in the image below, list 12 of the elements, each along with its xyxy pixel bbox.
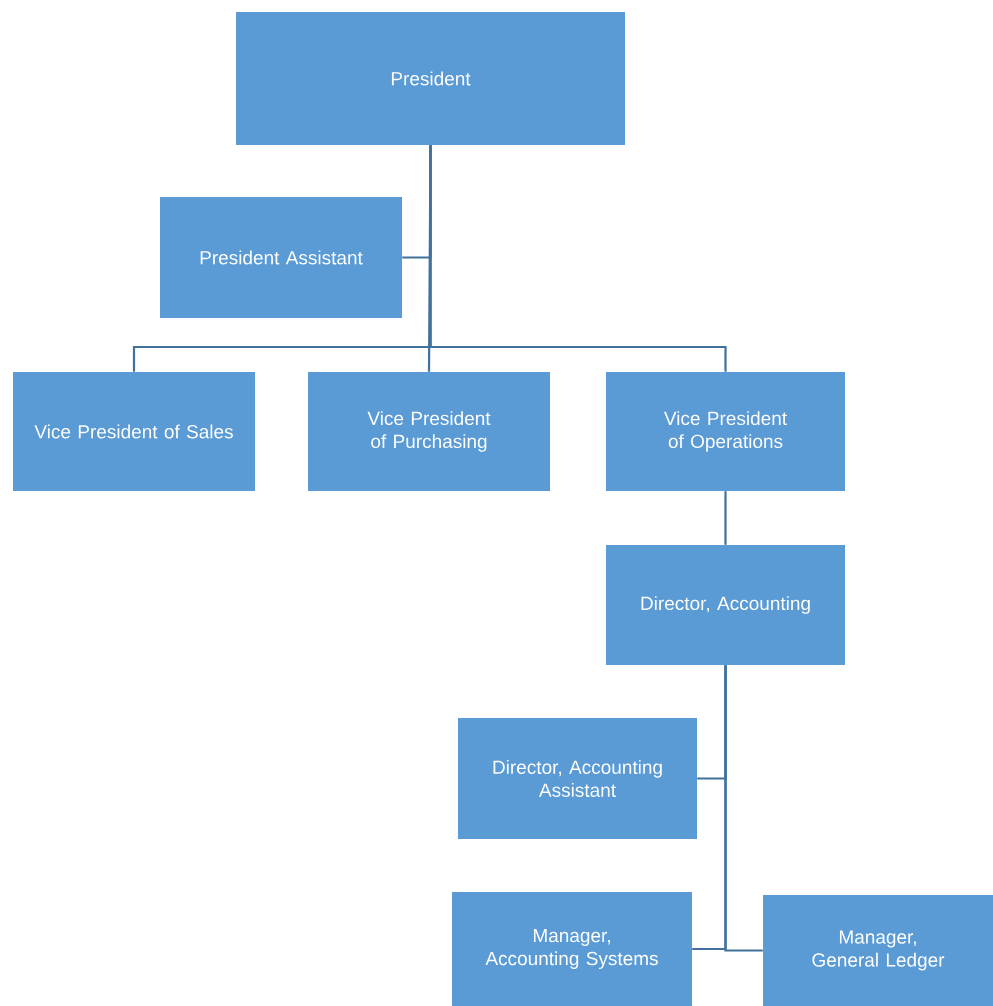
connector-line: [429, 145, 727, 372]
org-box: Director, Accounting Assistant: [458, 718, 697, 839]
org-box: Manager, General Ledger: [763, 895, 993, 1006]
org-box: President Assistant: [160, 197, 402, 318]
org-box: Vice President of Purchasing: [308, 372, 550, 491]
org-box: Vice President of Operations: [606, 372, 845, 491]
org-box: Vice President of Sales: [13, 372, 255, 491]
org-box: Director, Accounting: [606, 545, 845, 665]
connector-line: [724, 665, 763, 952]
connector-line: [724, 491, 727, 545]
org-box: Manager, Accounting Systems: [452, 892, 692, 1006]
org-box: President: [236, 12, 625, 145]
